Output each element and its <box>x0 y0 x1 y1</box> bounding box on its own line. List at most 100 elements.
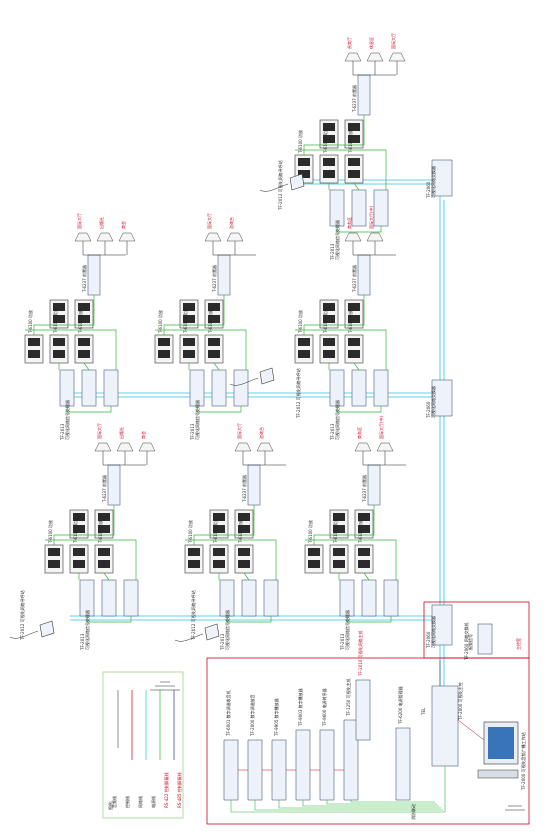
amplifier-display <box>333 560 345 568</box>
amplifier-display <box>53 338 65 346</box>
speaker-icon <box>354 442 372 452</box>
note-label: TF-2000 可视化主控 <box>457 682 463 721</box>
amplifier-display <box>348 303 360 311</box>
amp-label: T-61000 功放 <box>322 307 328 334</box>
amplifier-display <box>183 303 195 311</box>
amplifier-display <box>213 513 225 521</box>
amplifier-display <box>48 548 60 556</box>
legend-item: RS-485 控制屏蔽线 <box>176 772 182 808</box>
amplifier-display <box>348 350 360 358</box>
switch-label: 可视化网络交换器 <box>430 616 436 648</box>
amp-label: T-61000 功放 <box>72 517 78 544</box>
speaker-icon <box>138 442 156 452</box>
device-label: TF-6001 数字调谐收音机 <box>225 690 231 737</box>
amplifier-display <box>238 548 250 556</box>
amp-label: T-6100 功放 <box>77 310 83 334</box>
amplifier-display <box>53 315 65 323</box>
amp-label: T-6100 功放 <box>47 520 53 544</box>
mixer <box>357 74 371 116</box>
zone-label: 商务区 <box>356 427 362 439</box>
amplifier-display <box>238 513 250 521</box>
amplifier-display <box>183 338 195 346</box>
mixer-label: T-6237 前置器 <box>361 475 367 503</box>
amplifier-display <box>348 338 360 346</box>
speaker-icon <box>344 232 362 242</box>
amplifier-display <box>348 170 360 178</box>
amplifier-display <box>298 170 310 178</box>
switch-label: TF-2060 <box>426 631 431 649</box>
amplifier-display <box>298 350 310 358</box>
network-switch-top <box>431 159 453 197</box>
mixer <box>247 464 261 506</box>
device-label: TF-9905 数字播放器 <box>273 698 279 737</box>
amplifier-display <box>208 303 220 311</box>
control-room <box>206 601 530 825</box>
amplifier-display <box>323 315 335 323</box>
zone-label: 出版社 <box>118 427 124 439</box>
controller-label: 可视化网络信号处理器 <box>64 400 70 440</box>
zone-label: 休息区 <box>368 37 374 49</box>
amplifier-display <box>53 350 65 358</box>
amplifier-display <box>323 158 335 166</box>
signal-processor <box>351 189 367 227</box>
amplifier-display <box>28 350 40 358</box>
zone-label: 咨询台 <box>228 217 234 229</box>
controller-label: 可视化网络信号处理器 <box>224 610 230 650</box>
amplifier-display <box>183 350 195 358</box>
amplifier-display <box>358 513 370 521</box>
legend-item: RS-422 控制屏蔽线 <box>163 772 169 808</box>
device-label: TF-6200 电源管理器 <box>397 686 403 725</box>
mixer <box>217 254 231 296</box>
switch-label: 可视化网络交换器 <box>430 166 436 198</box>
amplifier-display <box>323 135 335 143</box>
legend-item: 电源线 <box>150 796 156 808</box>
zone-label: 贵宾厅 <box>346 37 352 49</box>
device-label: TF-9003 数字播放器 <box>297 688 303 727</box>
legend-item: 音频线 <box>111 796 117 808</box>
amplifier-display <box>358 525 370 533</box>
mixer <box>367 464 381 506</box>
amp-label: T-6100 功放 <box>157 310 163 334</box>
device-label: TF-1250 可视化主机 <box>345 678 351 717</box>
main-controller <box>431 685 459 767</box>
amplifier-display <box>208 338 220 346</box>
alarm-unit <box>477 623 493 655</box>
zone-label: 商会 <box>120 221 126 229</box>
amplifier-display <box>98 560 110 568</box>
zone-label: 咨询台 <box>258 427 264 439</box>
device-player-1 <box>247 739 263 801</box>
controller-label: TF-2013 <box>330 423 335 441</box>
amplifier-display <box>308 548 320 556</box>
paging-mic-icon <box>39 620 55 638</box>
amp-label: T-6100 功放 <box>347 130 353 154</box>
zone-label: 国际大厅 <box>206 213 212 229</box>
mixer-label: T-6237 前置器 <box>81 265 87 293</box>
amp-label: T-61000 功放 <box>332 517 338 544</box>
amplifier-display <box>238 560 250 568</box>
speaker-icon <box>94 442 112 452</box>
amplifier-display <box>28 338 40 346</box>
pc-label: TF-2000 可视化音频广播工作站 <box>520 732 526 791</box>
speaker-icon <box>388 52 406 62</box>
zone-label: 国际大厅(中) <box>378 415 384 439</box>
amp-label: T-6100 功放 <box>347 310 353 334</box>
device-player-3 <box>295 729 311 801</box>
switch-label: 可视化网络交换器 <box>430 386 436 418</box>
amp-label: T-6100 功放 <box>187 520 193 544</box>
device-power <box>395 727 411 801</box>
amplifier-display <box>78 338 90 346</box>
amplifier-display <box>348 123 360 131</box>
amplifier-display <box>48 560 60 568</box>
amplifier-display <box>53 303 65 311</box>
amplifier-display <box>73 513 85 521</box>
network-trunk <box>70 179 445 705</box>
signal-processor <box>373 369 389 407</box>
signal-processor <box>123 579 139 617</box>
mic-label: TF-2012 可视化网络寻呼站 <box>277 160 283 211</box>
controller-label: 可视化网络信号处理器 <box>344 610 350 650</box>
amplifier-display <box>358 548 370 556</box>
mixer-label: T-6237 前置器 <box>241 475 247 503</box>
note-label: 消防联动 <box>410 804 416 820</box>
speaker-icon <box>116 442 134 452</box>
